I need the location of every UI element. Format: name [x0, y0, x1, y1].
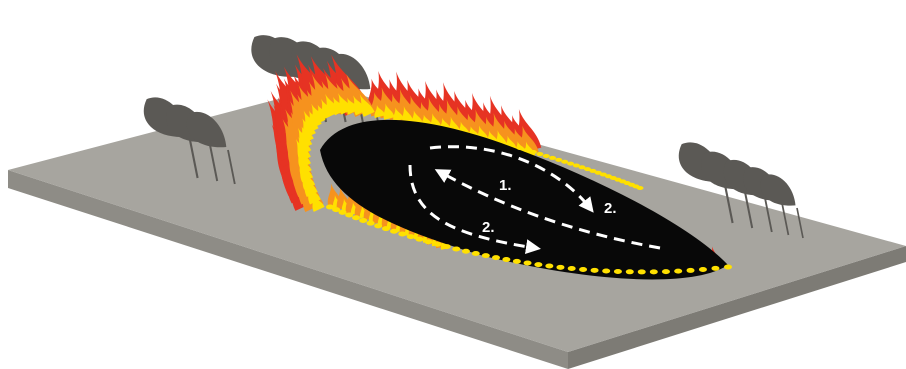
ember: [472, 251, 480, 256]
ember: [352, 215, 360, 220]
ember: [711, 266, 719, 271]
ember: [517, 146, 524, 150]
ember: [433, 242, 441, 247]
ember: [390, 229, 398, 234]
ember: [398, 231, 406, 236]
ember: [637, 186, 644, 190]
ember: [424, 239, 432, 244]
label-2-right: 2.: [604, 200, 617, 217]
ember: [674, 269, 682, 274]
ember: [492, 255, 500, 260]
ember: [407, 234, 415, 239]
ember: [662, 269, 670, 274]
ember: [462, 249, 470, 254]
ember: [699, 267, 707, 272]
ember: [482, 253, 490, 258]
ember: [523, 148, 530, 152]
label-1: 1.: [499, 177, 512, 194]
ember: [513, 259, 521, 264]
ember: [415, 237, 423, 242]
ember: [543, 154, 550, 158]
ember: [555, 158, 562, 162]
ember: [650, 269, 658, 274]
ember: [443, 244, 451, 249]
ember: [367, 221, 375, 226]
ember: [638, 269, 646, 274]
ember: [591, 268, 599, 273]
ember: [579, 267, 587, 272]
ember: [602, 268, 610, 273]
ember: [724, 265, 732, 270]
ember: [374, 223, 382, 228]
ember: [524, 261, 532, 266]
ember: [345, 213, 353, 218]
ember: [545, 264, 553, 269]
ember: [536, 152, 543, 156]
ember: [382, 226, 390, 231]
ember: [359, 218, 367, 223]
ember: [534, 262, 542, 267]
ember: [502, 257, 510, 262]
ember: [556, 265, 564, 270]
ember: [452, 247, 460, 252]
ember: [530, 150, 537, 154]
ember: [568, 266, 576, 271]
ember: [614, 269, 622, 274]
label-2-bottom: 2.: [482, 219, 495, 236]
ember: [561, 160, 568, 164]
ember: [339, 210, 347, 215]
ember: [687, 268, 695, 273]
ember: [549, 156, 556, 160]
ember: [626, 269, 634, 274]
